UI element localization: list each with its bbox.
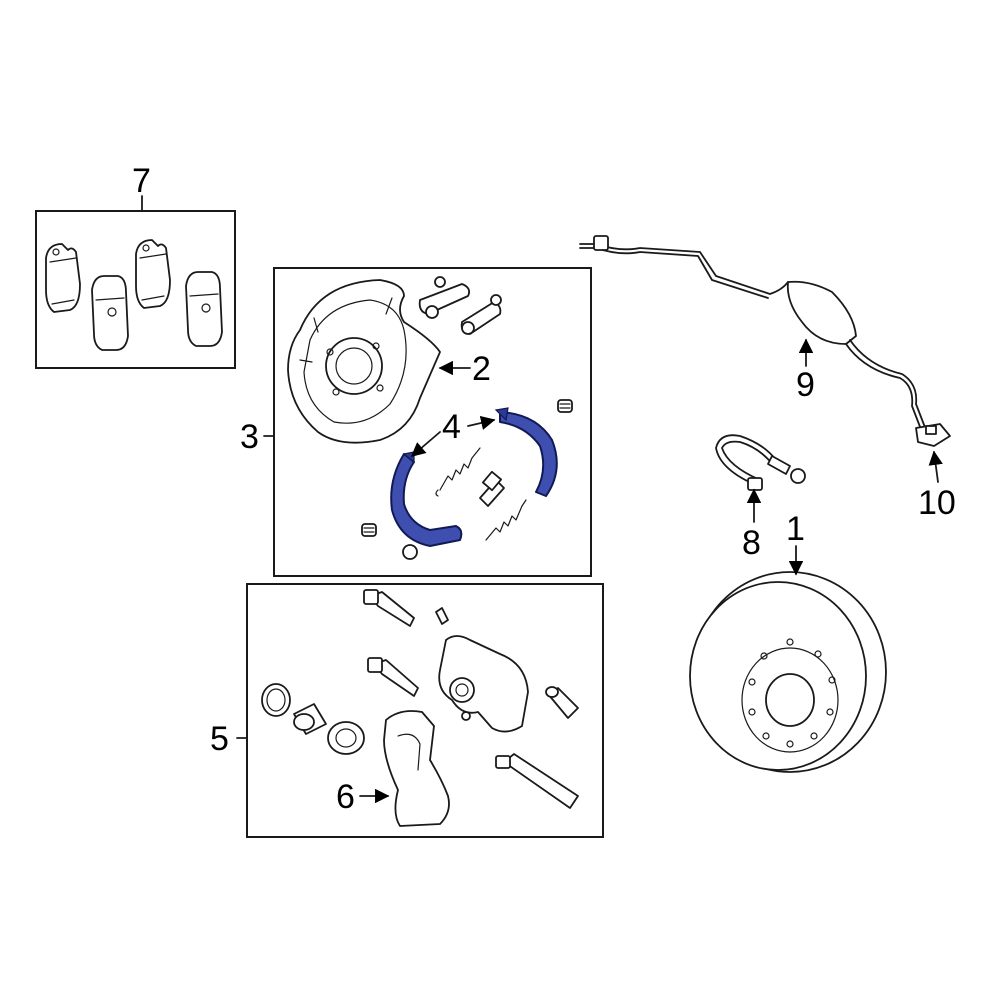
callout-3: 3 bbox=[240, 418, 259, 456]
bleeder-screw[interactable] bbox=[435, 607, 449, 625]
return-spring-upper[interactable] bbox=[435, 447, 481, 497]
callout-1: 1 bbox=[786, 510, 805, 548]
brake-hose[interactable] bbox=[715, 434, 806, 491]
brake-pad-inner-right[interactable] bbox=[185, 271, 223, 347]
parking-brake-shoe-front[interactable] bbox=[390, 451, 463, 547]
pads-group-frame bbox=[35, 210, 236, 369]
caliper-group[interactable] bbox=[236, 583, 604, 838]
abs-sensor-connector[interactable] bbox=[915, 423, 951, 447]
caliper-support[interactable] bbox=[383, 710, 450, 827]
adjuster-screw[interactable] bbox=[479, 470, 505, 507]
dust-boot[interactable] bbox=[327, 721, 365, 755]
caliper-body[interactable] bbox=[438, 635, 529, 733]
brake-pad-outer-right[interactable] bbox=[135, 239, 171, 309]
caliper-group-frame bbox=[246, 583, 604, 838]
guide-pin-lower[interactable] bbox=[367, 657, 419, 697]
piston-seal[interactable] bbox=[261, 683, 291, 717]
callout-7: 7 bbox=[132, 162, 151, 200]
callout-8: 8 bbox=[742, 524, 761, 562]
hold-down-cup[interactable] bbox=[402, 544, 418, 560]
adjuster-bellcrank[interactable] bbox=[418, 276, 471, 319]
callout-4: 4 bbox=[442, 408, 461, 446]
return-spring-lower[interactable] bbox=[485, 499, 527, 541]
backing-plate[interactable] bbox=[287, 279, 441, 444]
callout-9: 9 bbox=[796, 366, 815, 404]
brake-pad-outer-left[interactable] bbox=[45, 243, 81, 313]
brake-pads-group[interactable] bbox=[35, 195, 236, 369]
parking-brake-group-frame bbox=[273, 267, 592, 577]
adjuster-assembly[interactable] bbox=[460, 294, 502, 335]
parking-brake-shoe-rear[interactable] bbox=[494, 407, 558, 497]
parking-brake-group[interactable] bbox=[263, 267, 592, 577]
hold-down-spring-bottom[interactable] bbox=[361, 523, 377, 537]
guide-pin-upper[interactable] bbox=[363, 589, 415, 627]
callout-6: 6 bbox=[336, 778, 355, 816]
guide-pin-boot[interactable] bbox=[545, 686, 579, 719]
leader-lines bbox=[359, 338, 943, 804]
callout-2: 2 bbox=[472, 350, 491, 388]
brake-rotor[interactable] bbox=[689, 571, 887, 773]
hold-down-spring-top[interactable] bbox=[557, 399, 573, 413]
slide-pin[interactable] bbox=[495, 753, 579, 809]
callout-5: 5 bbox=[210, 720, 229, 758]
caliper-piston[interactable] bbox=[293, 703, 327, 735]
brake-pad-inner-left[interactable] bbox=[91, 275, 129, 351]
abs-sensor-harness[interactable] bbox=[579, 235, 927, 433]
callout-10: 10 bbox=[918, 484, 956, 522]
